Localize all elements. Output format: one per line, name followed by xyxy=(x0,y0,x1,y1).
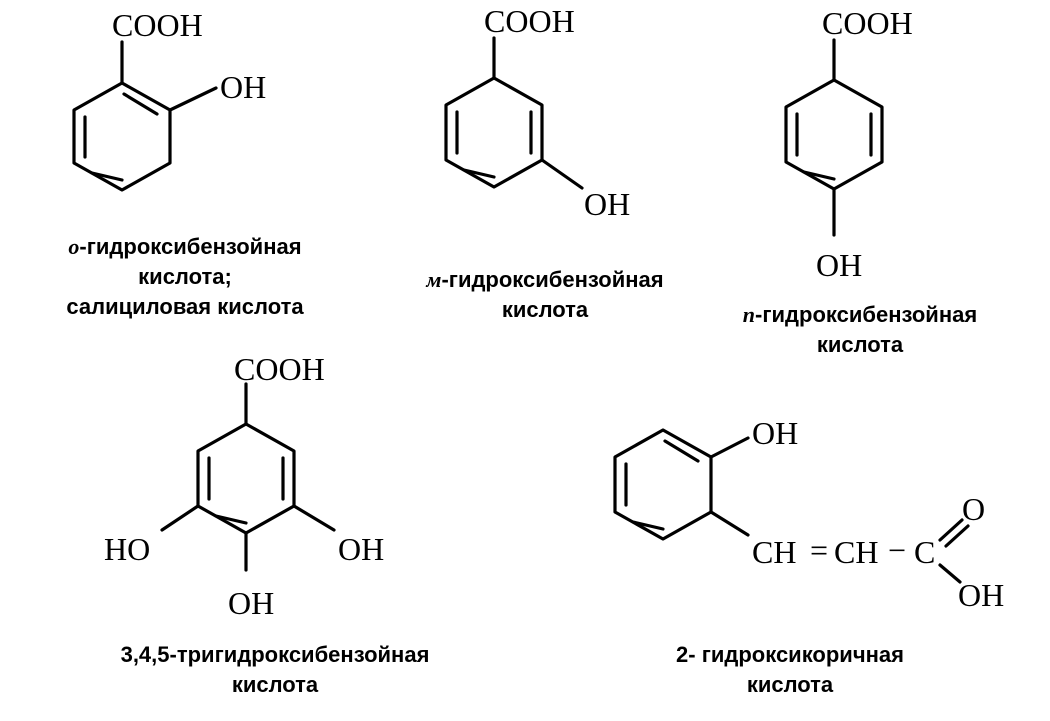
oh-group: OH xyxy=(958,577,1004,613)
benzene-ring xyxy=(613,428,713,541)
structure-gallic-acid: COOH HO OH OH xyxy=(104,351,384,621)
bond-to-oh-right xyxy=(292,504,336,532)
cooh-group: COOH xyxy=(822,5,913,41)
double-bond xyxy=(631,520,665,531)
double-bond xyxy=(214,514,248,525)
bond-to-oh xyxy=(540,158,584,190)
bond-to-side-chain xyxy=(709,510,750,537)
caption-line: кислота; xyxy=(138,264,232,289)
caption-prefix: м xyxy=(426,267,442,292)
caption-line: 2- гидроксикоричная xyxy=(610,640,970,670)
ch-group: CH xyxy=(752,534,796,570)
oh-group: OH xyxy=(816,247,862,283)
caption-text: -гидроксибензойная xyxy=(79,234,302,259)
caption-line: кислота xyxy=(816,332,904,357)
double-bond xyxy=(90,171,124,182)
benzene-ring xyxy=(72,81,172,192)
caption-line: салициловая кислота xyxy=(66,294,304,319)
oh-group: OH xyxy=(584,186,630,222)
cooh-group: COOH xyxy=(234,351,325,387)
oh-group: OH xyxy=(220,69,266,105)
caption-line: 3,4,5-тригидроксибензойная xyxy=(60,640,490,670)
bond-c-oh xyxy=(938,563,962,584)
double-bond xyxy=(122,92,159,116)
benzene-ring xyxy=(784,78,884,191)
carbonyl-oxygen: O xyxy=(962,491,985,527)
caption-line: о-гидроксибензойная xyxy=(20,232,350,262)
bond-to-oh xyxy=(168,86,218,112)
caption-line: кислота xyxy=(746,672,834,697)
caption-text: 3,4,5-тригидроксибензойная xyxy=(120,642,430,667)
bond-to-oh-left xyxy=(160,504,200,532)
single-bond-sign: − xyxy=(888,532,906,568)
carbon-atom: C xyxy=(914,534,935,570)
cooh-group: COOH xyxy=(112,7,203,43)
structure-meta-hydroxybenzoic-acid: COOH OH xyxy=(444,3,630,222)
double-bond xyxy=(802,170,836,181)
oh-group: OH xyxy=(752,415,798,451)
oh-group: OH xyxy=(228,585,274,621)
benzene-ring xyxy=(196,422,296,535)
caption-para: п-гидроксибензойная кислота xyxy=(690,300,1030,360)
ch-group: CH xyxy=(834,534,878,570)
caption-line: м-гидроксибензойная xyxy=(375,265,715,295)
caption-meta: м-гидроксибензойная кислота xyxy=(375,265,715,325)
oh-group: OH xyxy=(338,531,384,567)
caption-prefix: п xyxy=(742,302,756,327)
caption-text: -гидроксибензойная xyxy=(441,267,664,292)
structure-ortho-hydroxybenzoic-acid: COOH OH xyxy=(72,7,266,192)
structure-2-hydroxycinnamic-acid: OH CH = CH − C O OH xyxy=(613,415,1004,613)
double-bond xyxy=(663,439,700,463)
bond-carbonyl-upper xyxy=(938,518,964,542)
structure-para-hydroxybenzoic-acid: COOH OH xyxy=(784,5,913,283)
double-bond-sign: = xyxy=(810,532,828,568)
caption-text: -гидроксибензойная xyxy=(755,302,978,327)
bond-to-oh xyxy=(709,436,750,459)
caption-hydroxycinnamic: 2- гидроксикоричная кислота xyxy=(610,640,970,700)
caption-text: 2- гидроксикоричная xyxy=(676,642,904,667)
caption-prefix: о xyxy=(68,234,80,259)
cooh-group: COOH xyxy=(484,3,575,39)
benzene-ring xyxy=(444,76,544,189)
caption-line: кислота xyxy=(501,297,589,322)
caption-line: кислота xyxy=(231,672,319,697)
ho-group: HO xyxy=(104,531,150,567)
double-bond xyxy=(462,168,496,179)
bond-carbonyl-lower xyxy=(944,524,970,548)
caption-ortho: о-гидроксибензойная кислота; салициловая… xyxy=(20,232,350,322)
caption-gallic: 3,4,5-тригидроксибензойная кислота xyxy=(60,640,490,700)
caption-line: п-гидроксибензойная xyxy=(690,300,1030,330)
